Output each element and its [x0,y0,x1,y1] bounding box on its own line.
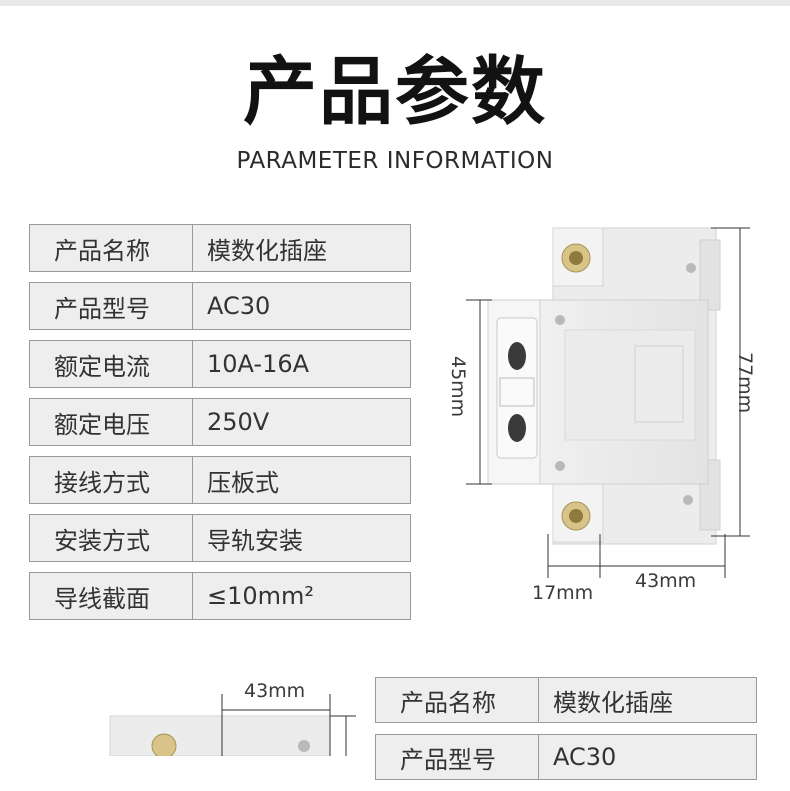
param-value: 250V [207,408,270,436]
table-row: 额定电压 250V [29,398,411,446]
param-value: 10A-16A [207,350,310,378]
dimension-depth-front: 17mm [532,582,594,604]
dimension-width-lower: 43mm [244,680,306,702]
param-label: 产品名称 [376,678,539,722]
parameter-table-lower: 产品名称 模数化插座 产品型号 AC30 [375,677,757,791]
param-label: 额定电流 [30,341,193,387]
table-row: 产品型号 AC30 [375,734,757,780]
dimension-lines-lower [221,694,356,756]
param-value: 导轨安装 [207,526,303,555]
param-value: ≤10mm² [207,582,315,610]
param-value: 模数化插座 [207,236,327,265]
param-value: AC30 [207,292,271,320]
parameter-table: 产品名称 模数化插座 产品型号 AC30 额定电流 10A-16A 额定电压 2… [29,224,411,630]
param-label: 产品型号 [30,283,193,329]
table-row: 产品名称 模数化插座 [29,224,411,272]
table-row: 安装方式 导轨安装 [29,514,411,562]
param-label: 安装方式 [30,515,193,561]
dimension-lines [466,227,750,578]
table-row: 额定电流 10A-16A [29,340,411,388]
product-illustration [109,227,750,756]
param-value: 模数化插座 [553,688,673,717]
table-row: 接线方式 压板式 [29,456,411,504]
top-strip [0,0,790,6]
param-label: 产品名称 [30,225,193,271]
param-label: 额定电压 [30,399,193,445]
page-title: 产品参数 [243,49,547,135]
param-value: AC30 [553,743,617,771]
dimension-height-socket: 45mm [447,356,469,418]
param-label: 导线截面 [30,573,193,619]
page-subtitle: PARAMETER INFORMATION [236,148,554,174]
dimension-height-outer: 77mm [734,352,756,414]
param-value: 压板式 [207,468,279,497]
socket-module [487,227,721,545]
table-row: 产品型号 AC30 [29,282,411,330]
table-row: 导线截面 ≤10mm² [29,572,411,620]
param-label: 接线方式 [30,457,193,503]
param-label: 产品型号 [376,735,539,779]
dimension-width-body: 43mm [635,570,697,592]
table-row: 产品名称 模数化插座 [375,677,757,723]
socket-module-lower [109,715,331,756]
